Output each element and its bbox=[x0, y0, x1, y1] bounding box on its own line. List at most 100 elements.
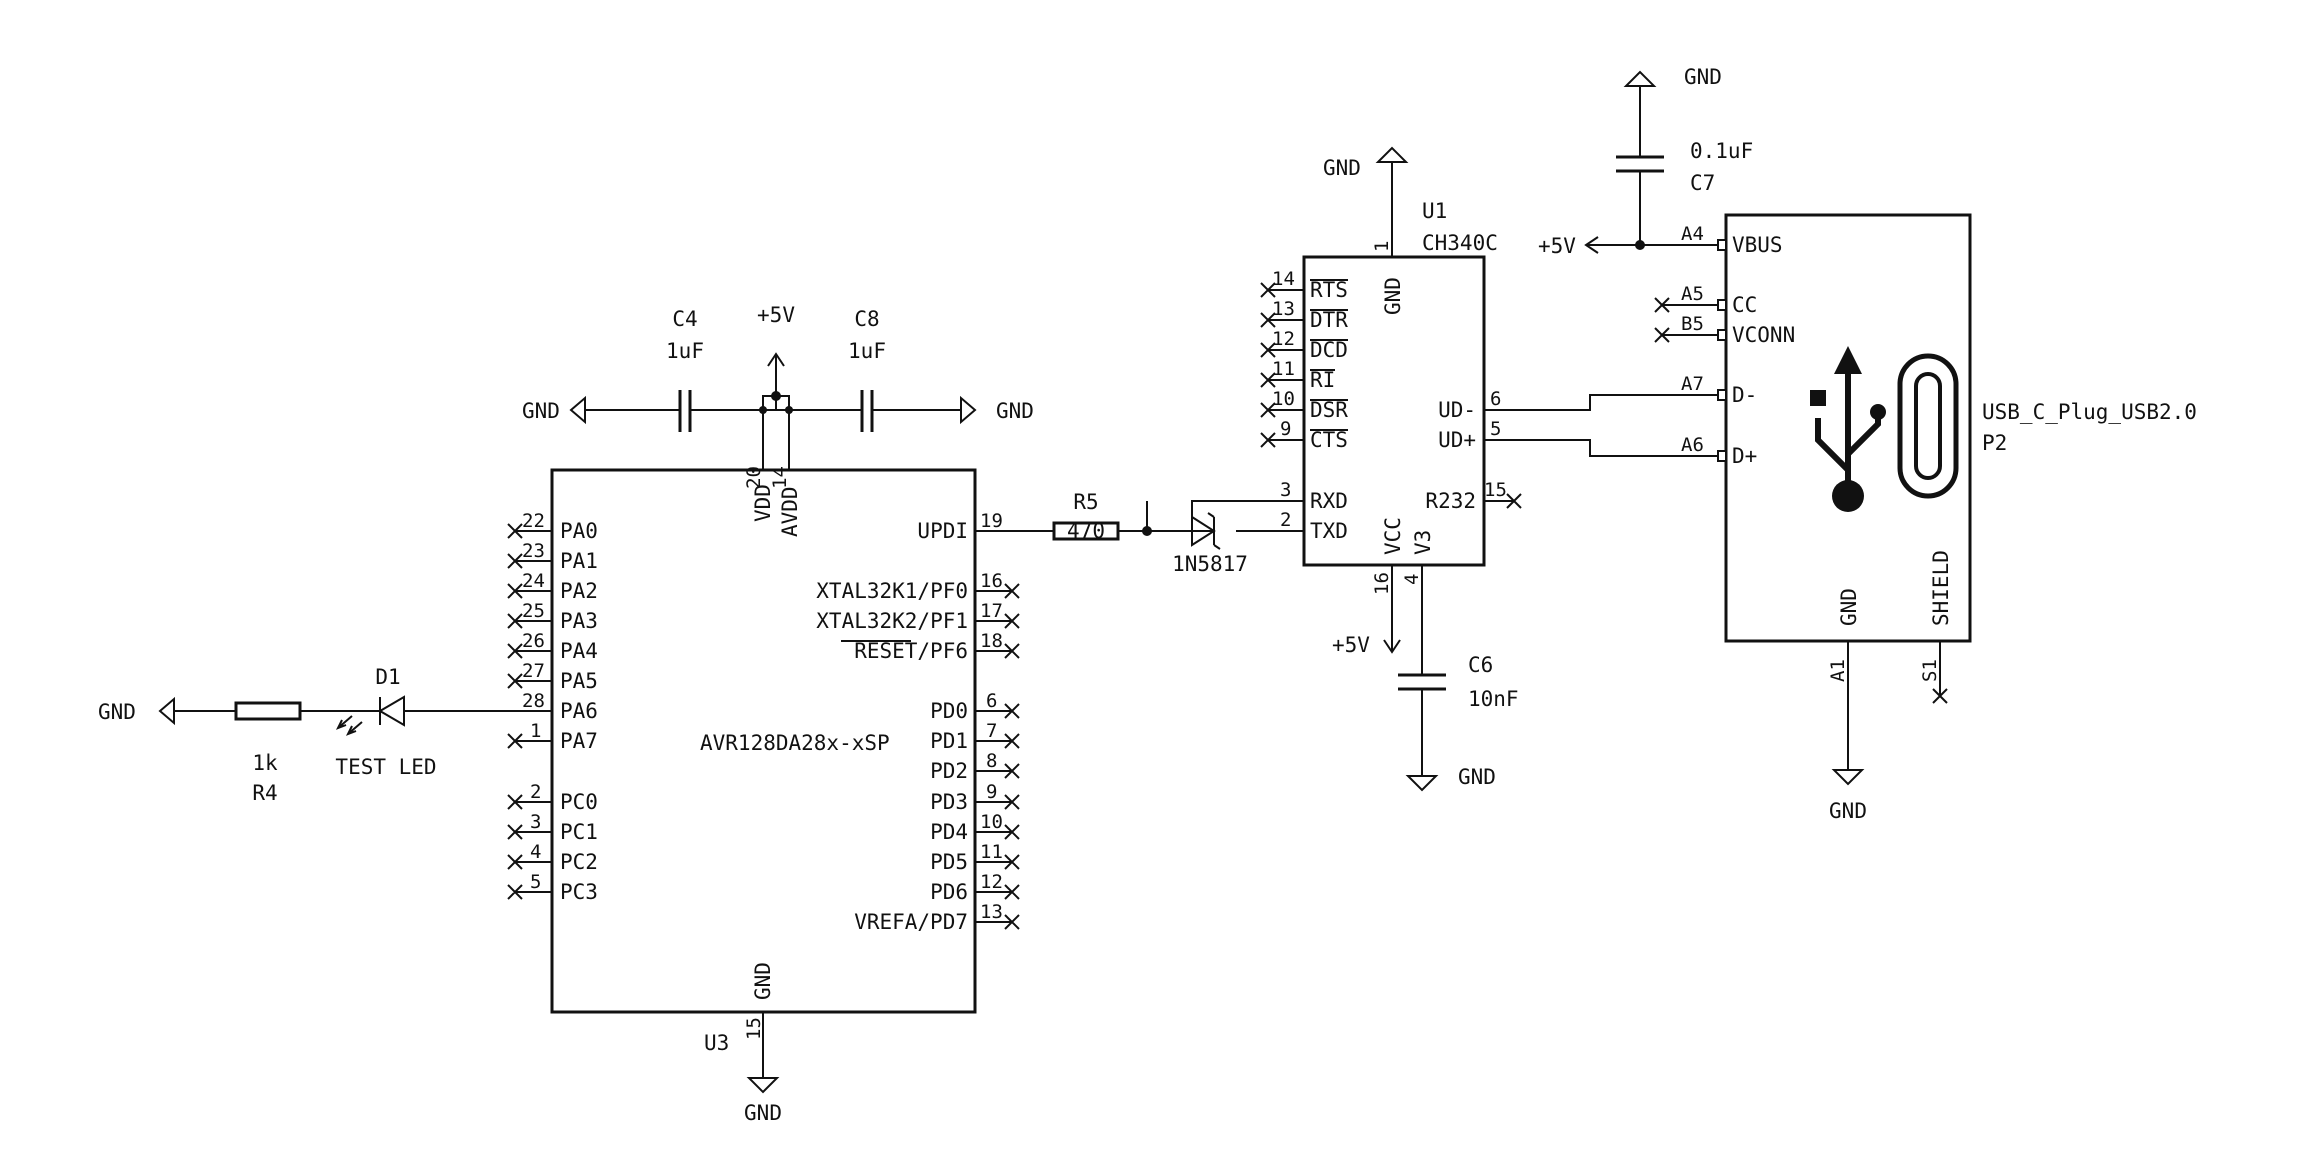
u3-pin-name-pc1: PC1 bbox=[560, 820, 598, 844]
u3-pin-name-pf1: XTAL32K2/PF1 bbox=[816, 609, 968, 633]
u1-pin-num-6: 6 bbox=[1490, 388, 1501, 410]
u3-pin-name-pc0: PC0 bbox=[560, 790, 598, 814]
c6-ref: C6 bbox=[1468, 653, 1493, 677]
u1-pin-num-11: 11 bbox=[1272, 358, 1295, 380]
u3-pin-name-pd6: PD6 bbox=[930, 880, 968, 904]
u3-pin-num-8: 8 bbox=[986, 750, 997, 772]
u3-pin-name-pa2: PA2 bbox=[560, 579, 598, 603]
usb-c-receptacle-icon bbox=[1897, 353, 1959, 499]
r5-value: 470 bbox=[1067, 519, 1105, 543]
u1-pin-num-12: 12 bbox=[1272, 328, 1295, 350]
p2-pin-num-b5: B5 bbox=[1681, 313, 1704, 335]
u3-pin-name-pd3: PD3 bbox=[930, 790, 968, 814]
u3-left-pins: 22 23 24 25 26 27 28 1 2 3 4 5 PA0 PA1 P… bbox=[507, 510, 598, 904]
u3-pin-name-pa6: PA6 bbox=[560, 699, 598, 723]
capacitor-c6[interactable]: C6 10nF bbox=[1398, 614, 1519, 770]
p2-pin-name-shield: SHIELD bbox=[1929, 550, 1953, 626]
u3-pin-num-6: 6 bbox=[986, 690, 997, 712]
u1-pin-name-udp: UD+ bbox=[1438, 428, 1476, 452]
resistor-r5[interactable]: R5 470 bbox=[1052, 490, 1120, 543]
u3-pin-num-20: 20 bbox=[743, 466, 765, 489]
p2-pin-num-a7: A7 bbox=[1681, 373, 1704, 395]
u3-pin-num-3: 3 bbox=[530, 811, 541, 833]
u3-pin-num-14: 14 bbox=[769, 466, 791, 489]
u1-pin-num-13: 13 bbox=[1272, 298, 1295, 320]
gnd-symbol-c8: GND bbox=[955, 395, 1034, 425]
vcc-label-u3: +5V bbox=[757, 303, 795, 327]
u3-value: AVR128DA28x-xSP bbox=[700, 731, 890, 755]
gnd-label-r4: GND bbox=[98, 700, 136, 724]
u1-pin-num-10: 10 bbox=[1272, 388, 1295, 410]
u3-pin-num-2: 2 bbox=[530, 781, 541, 803]
u1-pin-name-txd: TXD bbox=[1310, 519, 1348, 543]
u3-pin-num-13: 13 bbox=[980, 901, 1003, 923]
usb-icon bbox=[1810, 346, 1886, 512]
p2-usb-c-connector[interactable]: USB_C_Plug_USB2.0 P2 A4 A5 B5 A7 A6 VBUS… bbox=[1650, 213, 2197, 764]
junction-vbus bbox=[1635, 240, 1645, 250]
u3-pin-name-pd5: PD5 bbox=[930, 850, 968, 874]
u1-usb-serial-ic[interactable]: U1 CH340C 1 GND 14 13 12 11 10 9 3 2 RTS… bbox=[1260, 168, 1522, 614]
u1-pin-name-r232: R232 bbox=[1425, 489, 1476, 513]
gnd-label-c6: GND bbox=[1458, 765, 1496, 789]
p2-pin-num-a1: A1 bbox=[1827, 659, 1849, 682]
u3-pin-name-avdd: AVDD bbox=[778, 486, 802, 537]
u3-pin-name-pd7: VREFA/PD7 bbox=[854, 910, 968, 934]
p2-pin-num-a6: A6 bbox=[1681, 434, 1704, 456]
u1-pin-name-rts: RTS bbox=[1310, 278, 1348, 302]
u1-pin-num-3: 3 bbox=[1280, 479, 1291, 501]
u3-pin-name-pc2: PC2 bbox=[560, 850, 598, 874]
gnd-symbol-c6: GND bbox=[1405, 765, 1496, 792]
p2-pin-name-vbus: VBUS bbox=[1732, 233, 1783, 257]
c7-value: 0.1uF bbox=[1690, 139, 1753, 163]
gnd-label-c4: GND bbox=[522, 399, 560, 423]
d1-value: TEST LED bbox=[335, 755, 436, 779]
c6-value: 10nF bbox=[1468, 687, 1519, 711]
u3-right-pins: 19 16 17 18 6 7 8 9 10 11 12 13 UPDI XTA… bbox=[816, 510, 1020, 934]
gnd-symbol-u3: GND bbox=[744, 1072, 782, 1125]
u3-pin-num-5: 5 bbox=[530, 871, 541, 893]
updi-link-wire bbox=[1012, 500, 1304, 536]
u3-pin-name-pd2: PD2 bbox=[930, 759, 968, 783]
u3-pin-num-18: 18 bbox=[980, 630, 1003, 652]
led-d1[interactable]: D1 TEST LED bbox=[335, 665, 436, 779]
decoupling-network: +5V bbox=[591, 303, 955, 430]
capacitor-c4[interactable]: C4 1uF bbox=[666, 307, 704, 432]
u1-pin-name-cts: CTS bbox=[1310, 428, 1348, 452]
u1-pin-num-2: 2 bbox=[1280, 509, 1291, 531]
u1-pin-num-16: 16 bbox=[1371, 572, 1393, 595]
gnd-label-p2: GND bbox=[1829, 799, 1867, 823]
resistor-r4[interactable]: 1k R4 bbox=[234, 701, 302, 805]
gnd-symbol-u1: GND bbox=[1323, 146, 1409, 180]
u3-pin-num-22: 22 bbox=[522, 510, 545, 532]
vcc-symbol-u1: +5V bbox=[1332, 614, 1401, 657]
r4-value: 1k bbox=[252, 751, 278, 775]
capacitor-c8[interactable]: C8 1uF bbox=[848, 307, 886, 432]
usb-data-lines bbox=[1520, 394, 1724, 457]
u1-pin-name-gnd: GND bbox=[1381, 277, 1405, 315]
u1-pin-num-4: 4 bbox=[1401, 574, 1423, 585]
u1-pin-name-v3: V3 bbox=[1411, 530, 1435, 555]
p2-pin-name-dm: D- bbox=[1732, 383, 1757, 407]
p2-pin-name-gnd: GND bbox=[1837, 588, 1861, 626]
p2-value: USB_C_Plug_USB2.0 bbox=[1982, 400, 2197, 424]
u3-microcontroller[interactable]: AVR128DA28x-xSP U3 20 14 VDD AVDD GND 15… bbox=[507, 430, 1020, 1072]
gnd-symbol-p2: GND bbox=[1829, 764, 1867, 823]
u1-ref: U1 bbox=[1422, 199, 1447, 223]
u3-pin-name-vdd: VDD bbox=[751, 484, 775, 522]
schottky-diode-1n5817[interactable]: 1N5817 bbox=[1172, 512, 1248, 576]
p2-pin-name-dp: D+ bbox=[1732, 444, 1757, 468]
u1-pin-num-15: 15 bbox=[1484, 479, 1507, 501]
p2-pin-num-a5: A5 bbox=[1681, 283, 1704, 305]
u3-pin-name-pf0: XTAL32K1/PF0 bbox=[816, 579, 968, 603]
gnd-label-u1: GND bbox=[1323, 156, 1361, 180]
u3-pin-name-pf6: RESET/PF6 bbox=[854, 639, 968, 663]
u3-pin-name-pd0: PD0 bbox=[930, 699, 968, 723]
u1-pin-num-14: 14 bbox=[1272, 268, 1295, 290]
u3-ref: U3 bbox=[704, 1031, 729, 1055]
u3-pin-num-11: 11 bbox=[980, 841, 1003, 863]
capacitor-c7[interactable]: 0.1uF C7 bbox=[1616, 92, 1753, 195]
gnd-label-c7: GND bbox=[1684, 65, 1722, 89]
gnd-symbol-c4: GND bbox=[522, 395, 591, 425]
c8-ref: C8 bbox=[854, 307, 879, 331]
